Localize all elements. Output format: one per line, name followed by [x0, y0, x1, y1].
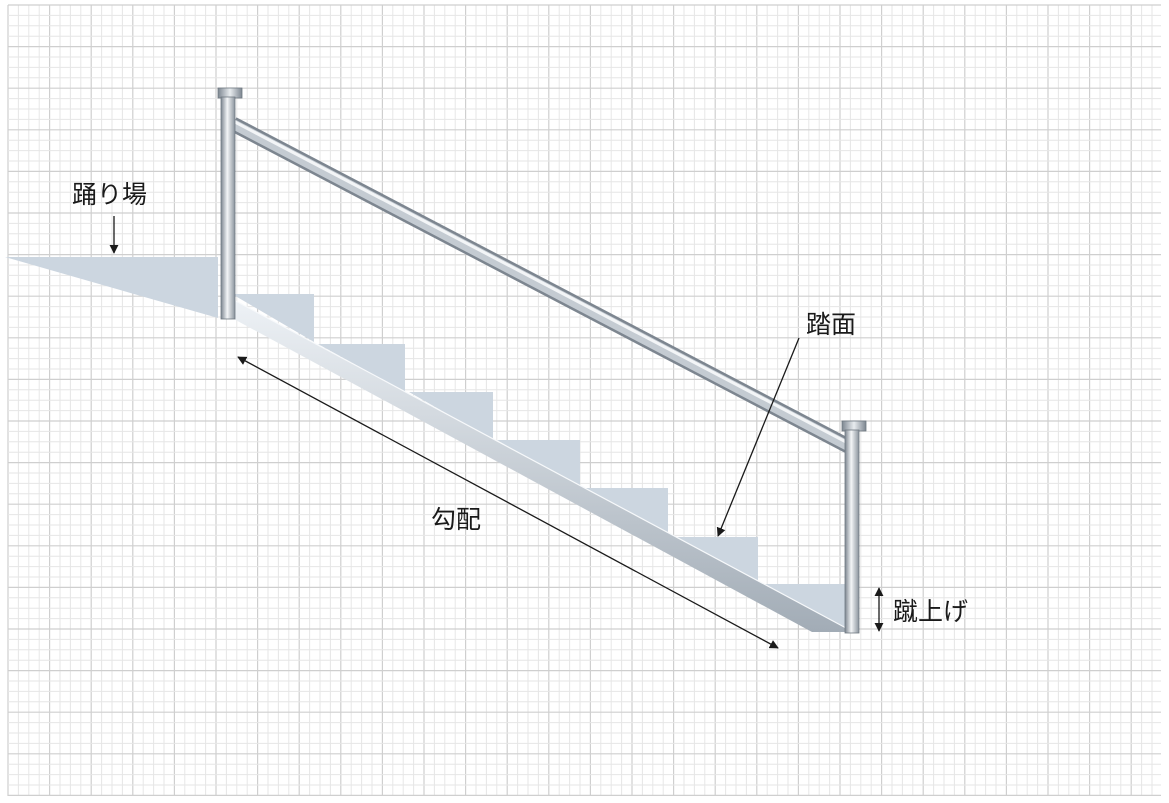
label-landing: 踊り場 [72, 180, 147, 209]
left-post [217, 87, 243, 320]
label-slope: 勾配 [431, 505, 481, 534]
label-tread: 踏面 [806, 310, 856, 339]
annotations: 踊り場 踏面 勾配 蹴上げ [72, 180, 968, 649]
right-post [841, 420, 867, 634]
step-1 [232, 294, 314, 342]
grid-background [7, 4, 1161, 797]
handrail [229, 117, 852, 453]
slope-arrow [237, 356, 779, 649]
label-riser: 蹴上げ [893, 597, 968, 626]
landing-surface [5, 257, 218, 318]
tread-arrow [716, 337, 800, 537]
